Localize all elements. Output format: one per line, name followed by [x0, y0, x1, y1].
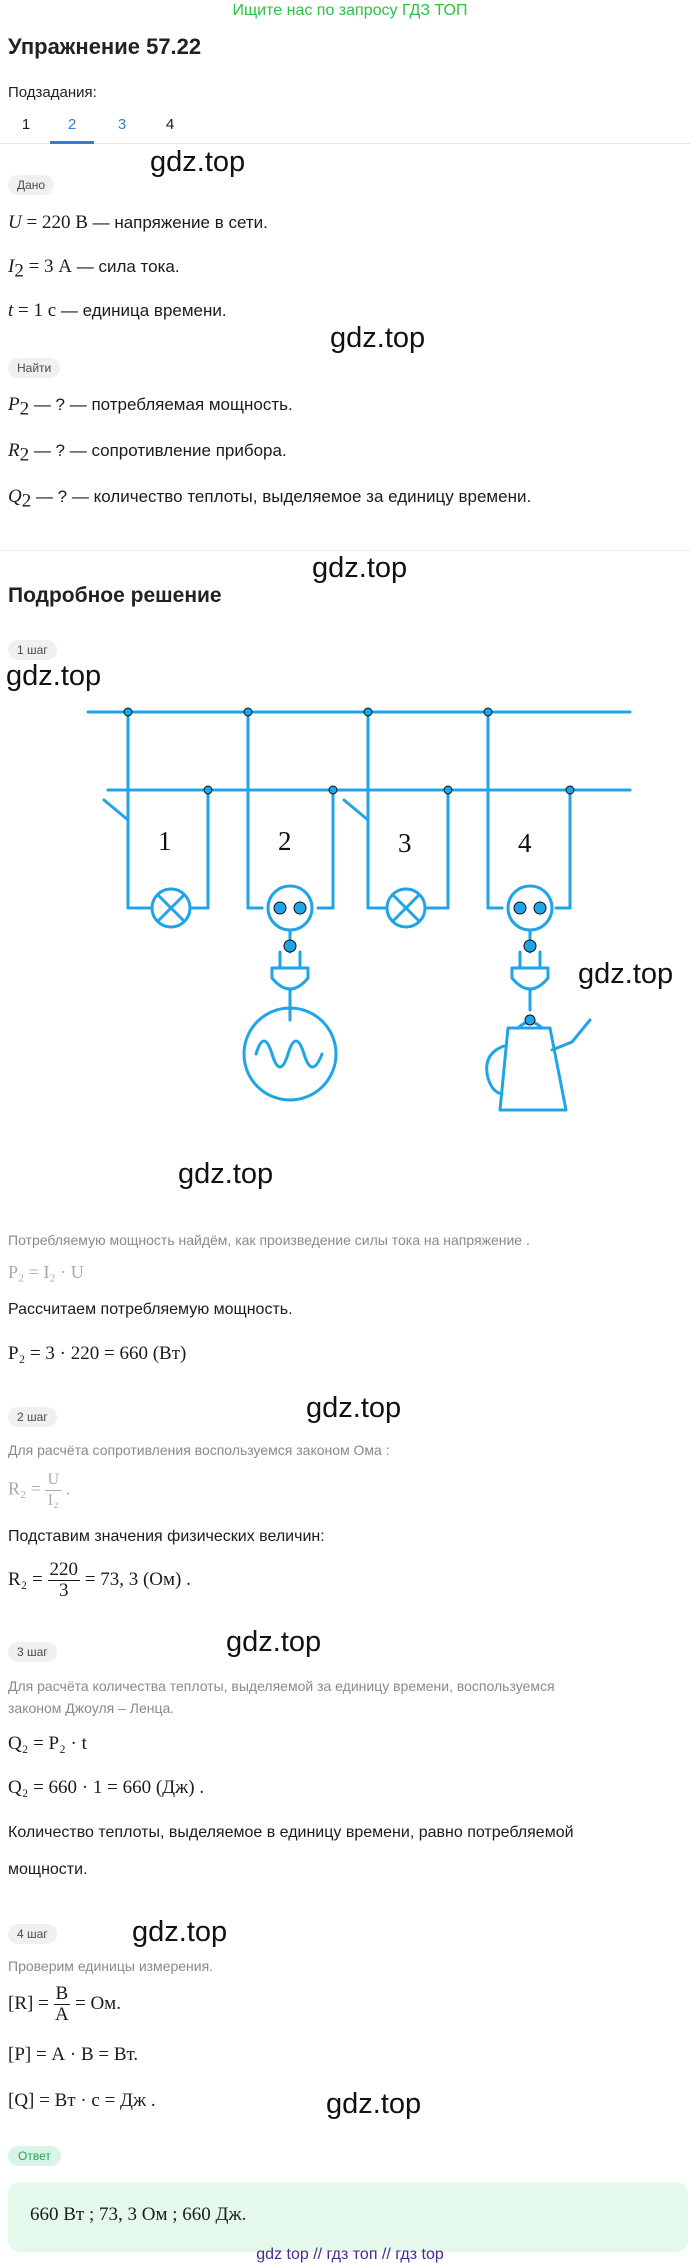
exercise-title: Упражнение 57.22 [8, 34, 202, 59]
find-line-p: P2 — ? — потребляемая мощность. [8, 394, 293, 420]
tab-1[interactable]: 1 [21, 116, 31, 133]
step-1-text: Рассчитаем потребляемую мощность. [8, 1301, 293, 1318]
step-1-note: Потребляемую мощность найдём, как произв… [8, 1232, 530, 1248]
step-3-text-1: Количество теплоты, выделяемое в единицу… [8, 1824, 574, 1841]
find-line-r: R2 — ? — сопротивление прибора. [8, 440, 287, 466]
given-label: Дано [8, 175, 55, 195]
footer-links[interactable]: gdz top // гдз топ // гдз top [256, 2246, 444, 2263]
watermark: gdz.top [306, 1392, 402, 1424]
watermark: gdz.top [226, 1626, 322, 1658]
step-4-formula-q: [Q] = Вт · с = Дж . [8, 2090, 156, 2111]
find-line-q: Q2 — ? — количество теплоты, выделяемое … [8, 486, 532, 512]
step-3-formula-2: Q₂ = 660 · 1 = 660 (Дж) . [8, 1777, 205, 1798]
step-4-formula-p: [P] = А · В = Вт. [8, 2044, 139, 2065]
watermark: gdz.top [150, 146, 246, 178]
subtask-tabs: 1 2 3 4 [0, 108, 690, 144]
watermark: gdz.top [6, 660, 102, 692]
given-line-t: t = 1 с — единица времени. [8, 300, 227, 321]
answer-text: 660 Вт ; 73, 3 Ом ; 660 Дж. [30, 2204, 247, 2225]
step-2-label: 2 шаг [8, 1407, 57, 1427]
step-1-formula: P₂ = 3 · 220 = 660 (Вт) [8, 1343, 187, 1364]
given-line-i: I2 = 3 А — сила тока. [8, 256, 180, 282]
circuit-diagram: 1 2 3 4 [86, 707, 632, 1112]
step-3-label: 3 шаг [8, 1642, 57, 1662]
find-label: Найти [8, 358, 61, 378]
watermark: gdz.top [578, 958, 674, 990]
step-4-note: Проверим единицы измерения. [8, 1958, 214, 1974]
tab-4[interactable]: 4 [165, 116, 175, 133]
branch-label-2: 2 [278, 826, 292, 856]
section-divider [0, 550, 690, 551]
subtasks-label: Подзадания: [8, 84, 97, 101]
watermark: gdz.top [178, 1158, 274, 1190]
step-1-label: 1 шаг [8, 640, 57, 660]
given-line-u: U = 220 В — напряжение в сети. [8, 212, 268, 233]
solution-title: Подробное решение [8, 584, 222, 607]
step-2-note: Для расчёта сопротивления воспользуемся … [8, 1442, 390, 1458]
watermark: gdz.top [312, 552, 408, 584]
branch-label-4: 4 [518, 828, 532, 858]
step-3-note-2: законом Джоуля – Ленца. [8, 1700, 175, 1716]
tab-2[interactable]: 2 [50, 116, 94, 144]
search-banner: Ищите нас по запросу ГДЗ ТОП [232, 2, 468, 19]
watermark: gdz.top [326, 2088, 422, 2120]
step-3-formula-1: Q₂ = P₂ · t [8, 1733, 87, 1754]
answer-label: Ответ [8, 2146, 61, 2166]
step-4-label: 4 шаг [8, 1924, 57, 1944]
step-1-gray-formula: P₂ = I₂ · U [8, 1262, 84, 1282]
watermark: gdz.top [132, 1916, 228, 1948]
answer-box: 660 Вт ; 73, 3 Ом ; 660 Дж. [8, 2182, 688, 2252]
watermark: gdz.top [330, 322, 426, 354]
branch-label-3: 3 [398, 828, 412, 858]
step-3-note-1: Для расчёта количества теплоты, выделяем… [8, 1678, 555, 1694]
step-2-text: Подставим значения физических величин: [8, 1528, 325, 1545]
tab-3[interactable]: 3 [117, 116, 127, 133]
step-3-text-2: мощности. [8, 1861, 88, 1878]
branch-label-1: 1 [158, 826, 172, 856]
